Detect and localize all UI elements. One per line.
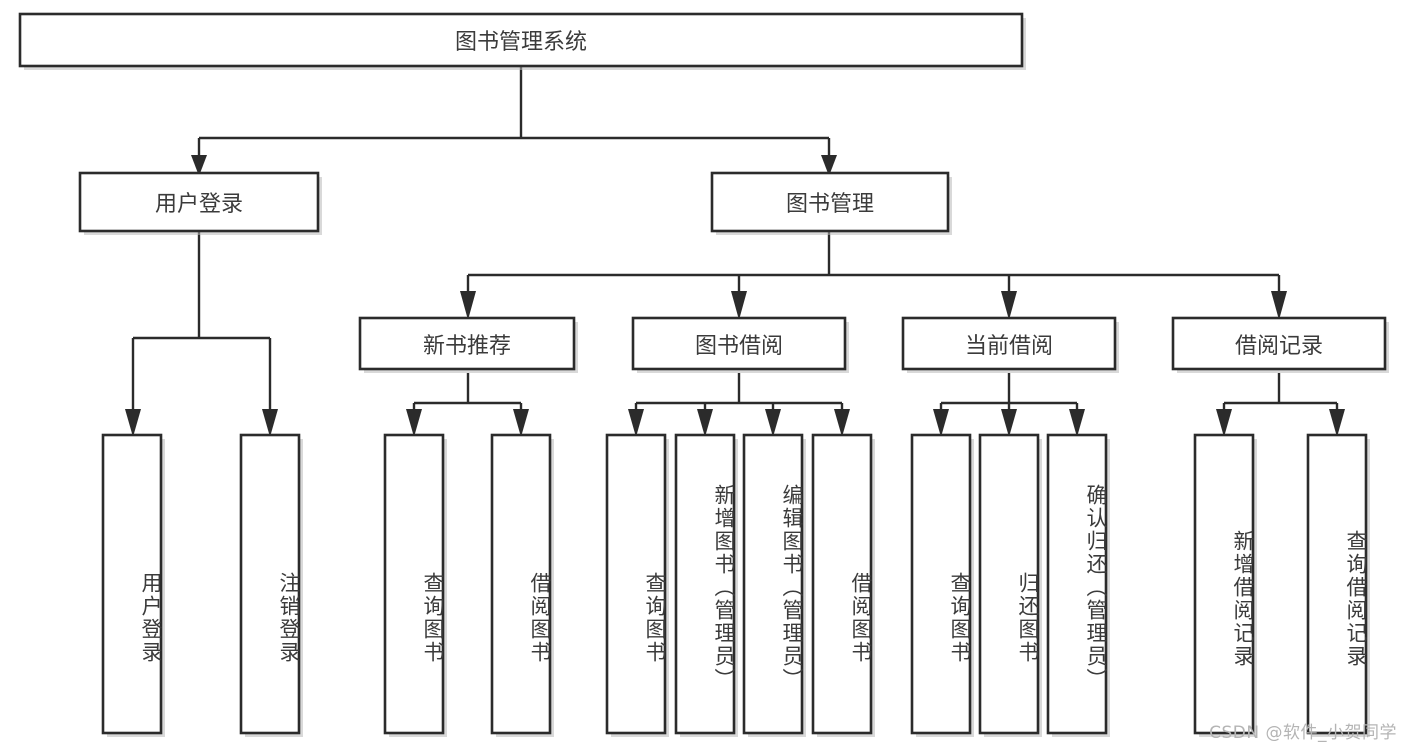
node-box-leaf-query-book-1[interactable] <box>383 433 445 735</box>
node-box-current-borrow[interactable] <box>901 316 1117 371</box>
arrow-head-leaf-user-logout <box>262 409 278 437</box>
node-box-new-book-recommend[interactable] <box>358 316 576 371</box>
arrow-head-leaf-borrow-book-1 <box>513 409 529 437</box>
arrow-head-current-borrow <box>1001 291 1017 320</box>
arrow-head-book-borrow <box>731 291 747 320</box>
node-box-leaf-borrow-book-1[interactable] <box>490 433 552 735</box>
arrow-head-book-management <box>821 155 837 176</box>
node-box-borrow-record[interactable] <box>1171 316 1387 371</box>
arrow-head-leaf-query-record <box>1329 409 1345 437</box>
node-box-leaf-add-record[interactable] <box>1193 433 1255 735</box>
node-box-root-system[interactable] <box>18 12 1024 68</box>
arrow-head-leaf-borrow-book-2 <box>834 409 850 437</box>
arrow-head-leaf-return-book <box>1001 409 1017 437</box>
arrow-head-leaf-add-record <box>1216 409 1232 437</box>
arrow-head-borrow-record <box>1271 291 1287 320</box>
arrow-head-leaf-add-book <box>697 409 713 437</box>
arrow-head-leaf-confirm-return <box>1069 409 1085 437</box>
node-box-leaf-query-book-2[interactable] <box>605 433 667 735</box>
node-box-leaf-add-book[interactable] <box>674 433 736 735</box>
connector-layer <box>125 66 1345 437</box>
node-box-book-management[interactable] <box>710 171 950 233</box>
node-box-leaf-query-book-3[interactable] <box>910 433 972 735</box>
node-box-leaf-edit-book[interactable] <box>742 433 804 735</box>
node-box-leaf-query-record[interactable] <box>1306 433 1368 735</box>
node-box-leaf-user-login[interactable] <box>101 433 163 735</box>
node-box-leaf-borrow-book-2[interactable] <box>811 433 873 735</box>
node-layer <box>18 12 1389 737</box>
arrow-head-user-login <box>191 155 207 176</box>
arrow-head-new-book-recommend <box>460 291 476 320</box>
node-box-leaf-user-logout[interactable] <box>239 433 301 735</box>
arrow-head-leaf-query-book-2 <box>628 409 644 437</box>
node-box-leaf-return-book[interactable] <box>978 433 1040 735</box>
arrow-head-leaf-query-book-3 <box>933 409 949 437</box>
arrow-head-leaf-query-book-1 <box>406 409 422 437</box>
arrow-head-leaf-edit-book <box>765 409 781 437</box>
node-box-book-borrow[interactable] <box>631 316 847 371</box>
node-box-user-login[interactable] <box>78 171 320 233</box>
arrow-head-leaf-user-login <box>125 409 141 437</box>
node-box-leaf-confirm-return[interactable] <box>1046 433 1108 735</box>
